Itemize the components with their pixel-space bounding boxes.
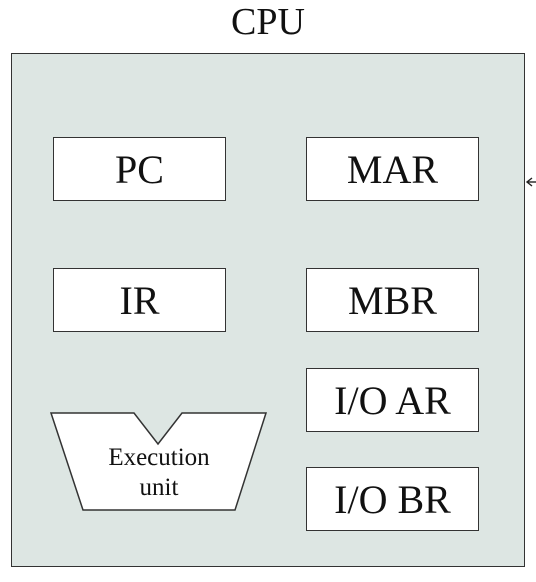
mbr-label: MBR [348, 277, 437, 323]
mar-label: MAR [346, 146, 439, 192]
cpu-title: CPU [231, 1, 305, 43]
ir-register: IR [53, 268, 226, 332]
mar-register: MAR [306, 137, 479, 201]
execution-unit-label-line1: Execution [108, 444, 210, 471]
pc-register: PC [53, 137, 226, 201]
execution-unit-label-line2: unit [139, 474, 179, 501]
arrow-left-icon [525, 177, 536, 187]
io-br-label: I/O BR [334, 476, 451, 522]
mbr-register: MBR [306, 268, 479, 332]
io-br-register: I/O BR [306, 467, 479, 531]
execution-unit-label: Execution unit [48, 443, 270, 503]
pc-label: PC [115, 146, 164, 192]
ir-label: IR [119, 277, 160, 323]
execution-unit-shape [49, 412, 268, 511]
io-ar-label: I/O AR [334, 377, 451, 423]
io-ar-register: I/O AR [306, 368, 479, 432]
